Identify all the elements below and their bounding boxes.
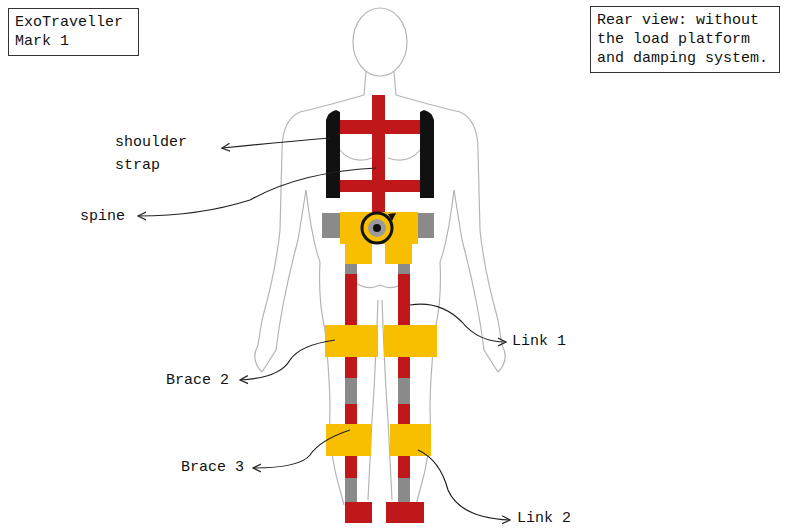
part-label: spine — [80, 205, 125, 228]
box-text: ExoTraveller Mark 1 — [15, 13, 132, 51]
part-label: Link 1 — [512, 330, 566, 353]
note-box: Rear view: without the load platform and… — [590, 6, 780, 73]
part-label: shoulder strap — [115, 131, 192, 177]
body-outline — [255, 8, 505, 505]
leader-lines — [138, 138, 510, 520]
part-label: Link 2 — [517, 507, 571, 529]
title-box: ExoTraveller Mark 1 — [8, 8, 139, 56]
part-label: Brace 2 — [166, 369, 229, 392]
box-text: Rear view: without the load platform and… — [597, 11, 773, 68]
part-label: Brace 3 — [181, 456, 244, 479]
